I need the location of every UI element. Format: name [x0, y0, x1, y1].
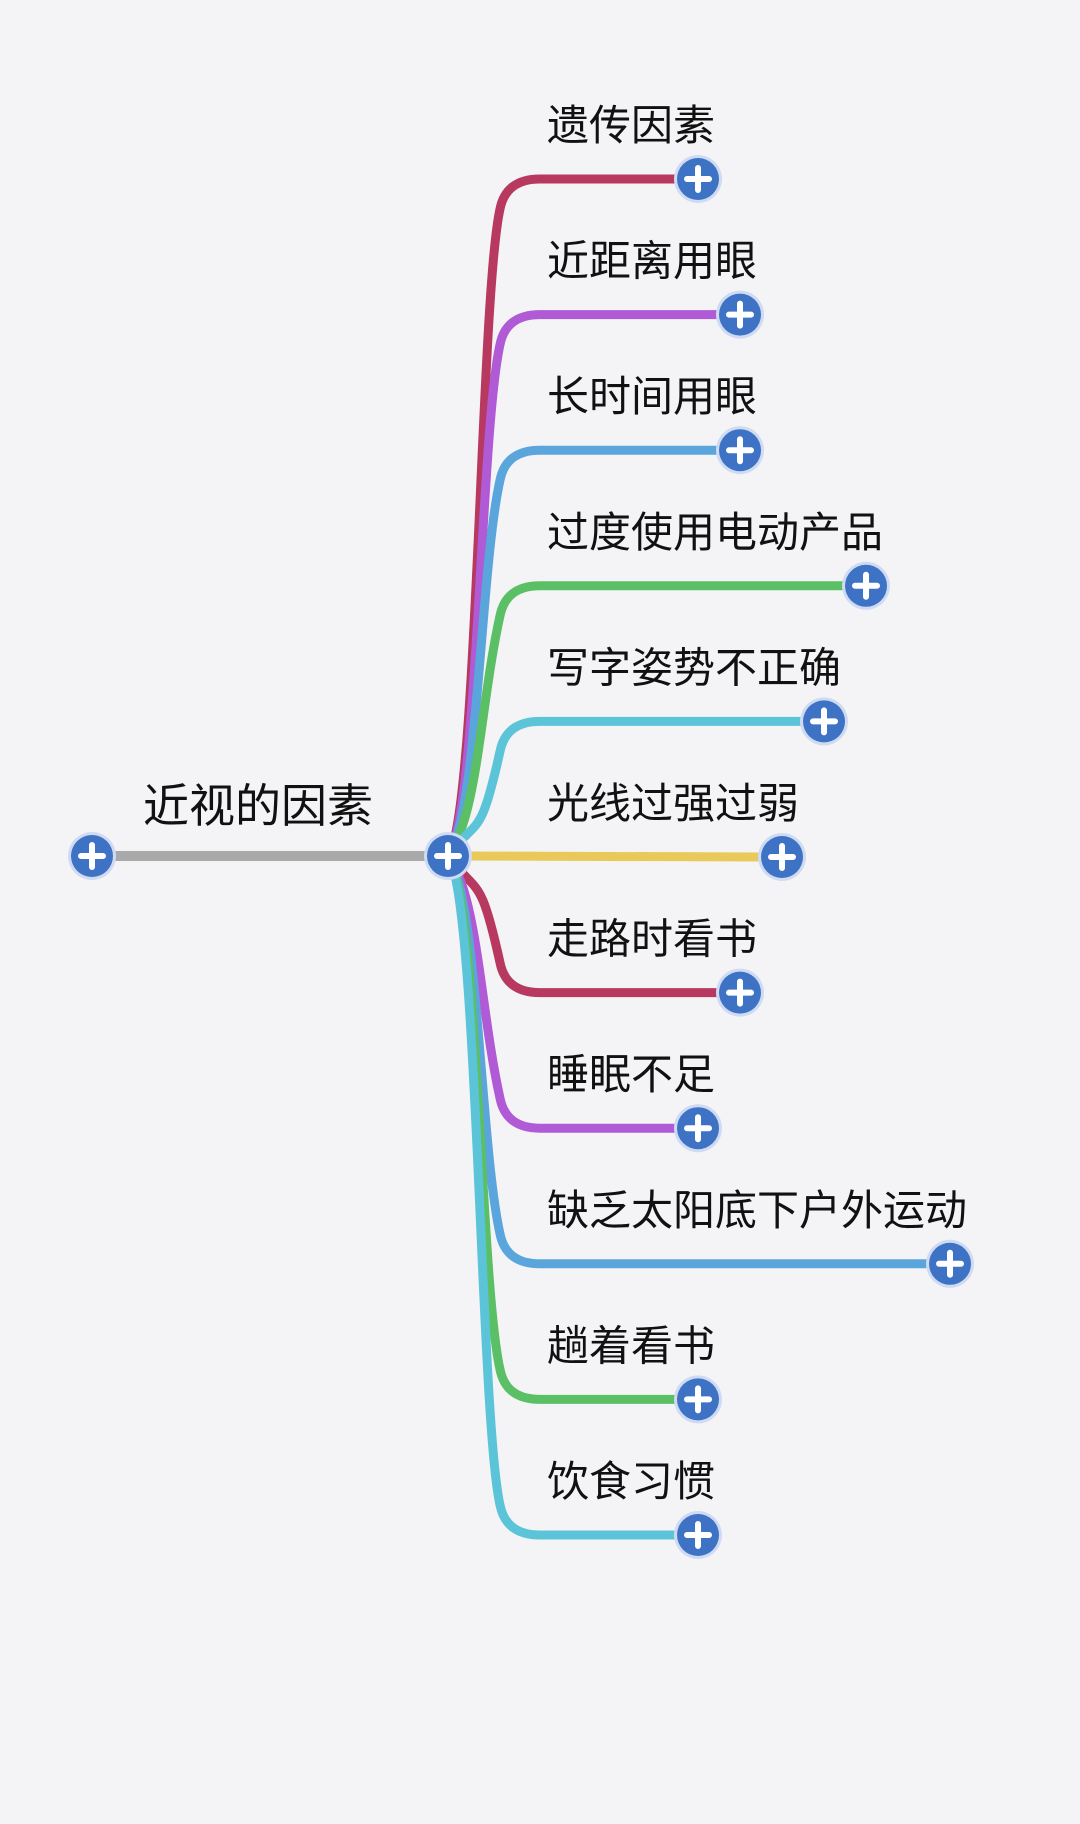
branch-label: 光线过强过弱 [547, 779, 799, 828]
plus-icon [684, 1521, 713, 1549]
branch-expand-button[interactable] [674, 1375, 723, 1424]
branch-expand-button[interactable] [674, 1511, 723, 1559]
plus-icon [434, 842, 462, 870]
branch-expand-button[interactable] [716, 426, 765, 475]
root-topic-label: 近视的因素 [143, 779, 373, 833]
branch-label: 睡眠不足 [547, 1050, 715, 1099]
branch-expand-button[interactable] [674, 1104, 723, 1153]
branch-expand-button[interactable] [716, 968, 765, 1017]
branch-connector [443, 716, 829, 861]
branch-connector [443, 581, 871, 861]
plus-icon [684, 165, 713, 193]
branch-label: 长时间用眼 [547, 372, 757, 421]
branch-label: 遗传因素 [547, 101, 715, 150]
branch-connector [443, 851, 745, 998]
plus-icon [768, 843, 797, 871]
branch-labels: 遗传因素近距离用眼长时间用眼过度使用电动产品写字姿势不正确光线过强过弱走路时看书… [547, 101, 967, 1506]
branch-label: 走路时看书 [547, 915, 757, 964]
branch-connectors [443, 174, 955, 1540]
plus-icon [810, 707, 839, 736]
branch-label: 缺乏太阳底下户外运动 [547, 1186, 967, 1235]
plus-icon [684, 1114, 713, 1143]
branch-expand-button[interactable] [674, 155, 723, 203]
plus-icon [726, 978, 755, 1007]
branch-expand-button[interactable] [926, 1239, 975, 1288]
branch-expand-button[interactable] [716, 290, 765, 339]
branch-label: 写字姿势不正确 [547, 643, 841, 692]
branch-label: 过度使用电动产品 [547, 508, 883, 557]
hub-expand-button[interactable] [424, 832, 472, 880]
branch-expand-button[interactable] [842, 561, 891, 610]
branch-expand-button[interactable] [758, 833, 807, 881]
branch-connector [443, 851, 703, 1540]
plus-icon [852, 571, 881, 600]
branch-connector [443, 851, 787, 862]
root-expand-button[interactable] [68, 832, 116, 880]
branch-label: 近距离用眼 [547, 237, 757, 286]
branch-label: 饮食习惯 [547, 1457, 715, 1506]
plus-icon [726, 436, 755, 465]
plus-icon [78, 842, 106, 870]
plus-icon [726, 300, 755, 329]
plus-icon [936, 1249, 965, 1278]
branch-connector [443, 445, 745, 861]
plus-icon [684, 1385, 713, 1414]
branch-expand-button[interactable] [800, 697, 849, 746]
branch-label: 趟着看书 [547, 1321, 715, 1370]
expand-buttons [68, 155, 975, 1559]
